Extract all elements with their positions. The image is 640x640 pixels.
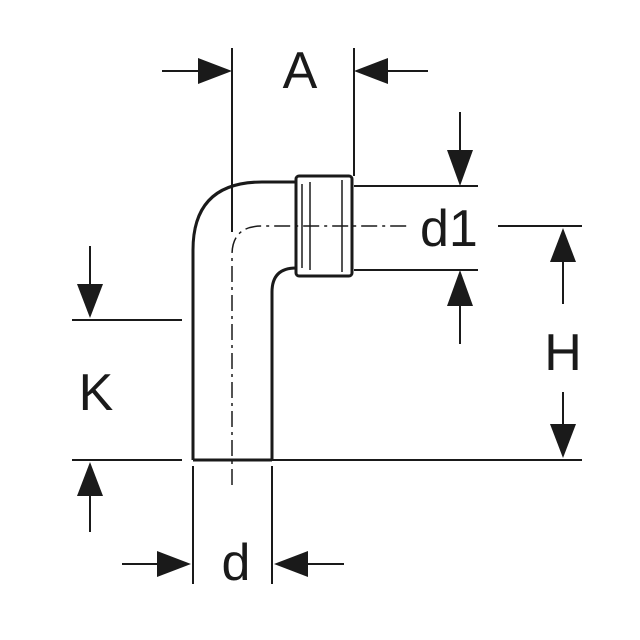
arrow-a-right	[354, 58, 388, 84]
pipe-inner-wall	[270, 266, 297, 460]
arrow-h-bottom	[550, 424, 576, 458]
arrow-d-left	[157, 551, 191, 577]
arrow-a-left	[198, 58, 232, 84]
dimension-k: K	[72, 246, 182, 532]
dimension-d1: d1	[354, 112, 478, 344]
pipe-outer-wall	[191, 180, 296, 460]
arrow-h-top	[550, 228, 576, 262]
dimension-h: H	[272, 225, 582, 461]
arrow-d1-bottom	[447, 270, 473, 306]
label-d1: d1	[420, 200, 478, 258]
arrow-k-bottom	[77, 462, 103, 496]
dimension-d: d	[122, 466, 344, 592]
label-h: H	[544, 324, 582, 382]
dimension-a: A	[162, 42, 428, 232]
label-k: K	[79, 364, 114, 422]
arrow-k-top	[77, 284, 103, 318]
label-a: A	[283, 42, 318, 100]
pipe-elbow	[191, 180, 297, 462]
label-d: d	[222, 534, 251, 592]
pipe-centerline	[231, 225, 410, 485]
arrow-d1-top	[447, 150, 473, 186]
arrow-d-right	[274, 551, 308, 577]
